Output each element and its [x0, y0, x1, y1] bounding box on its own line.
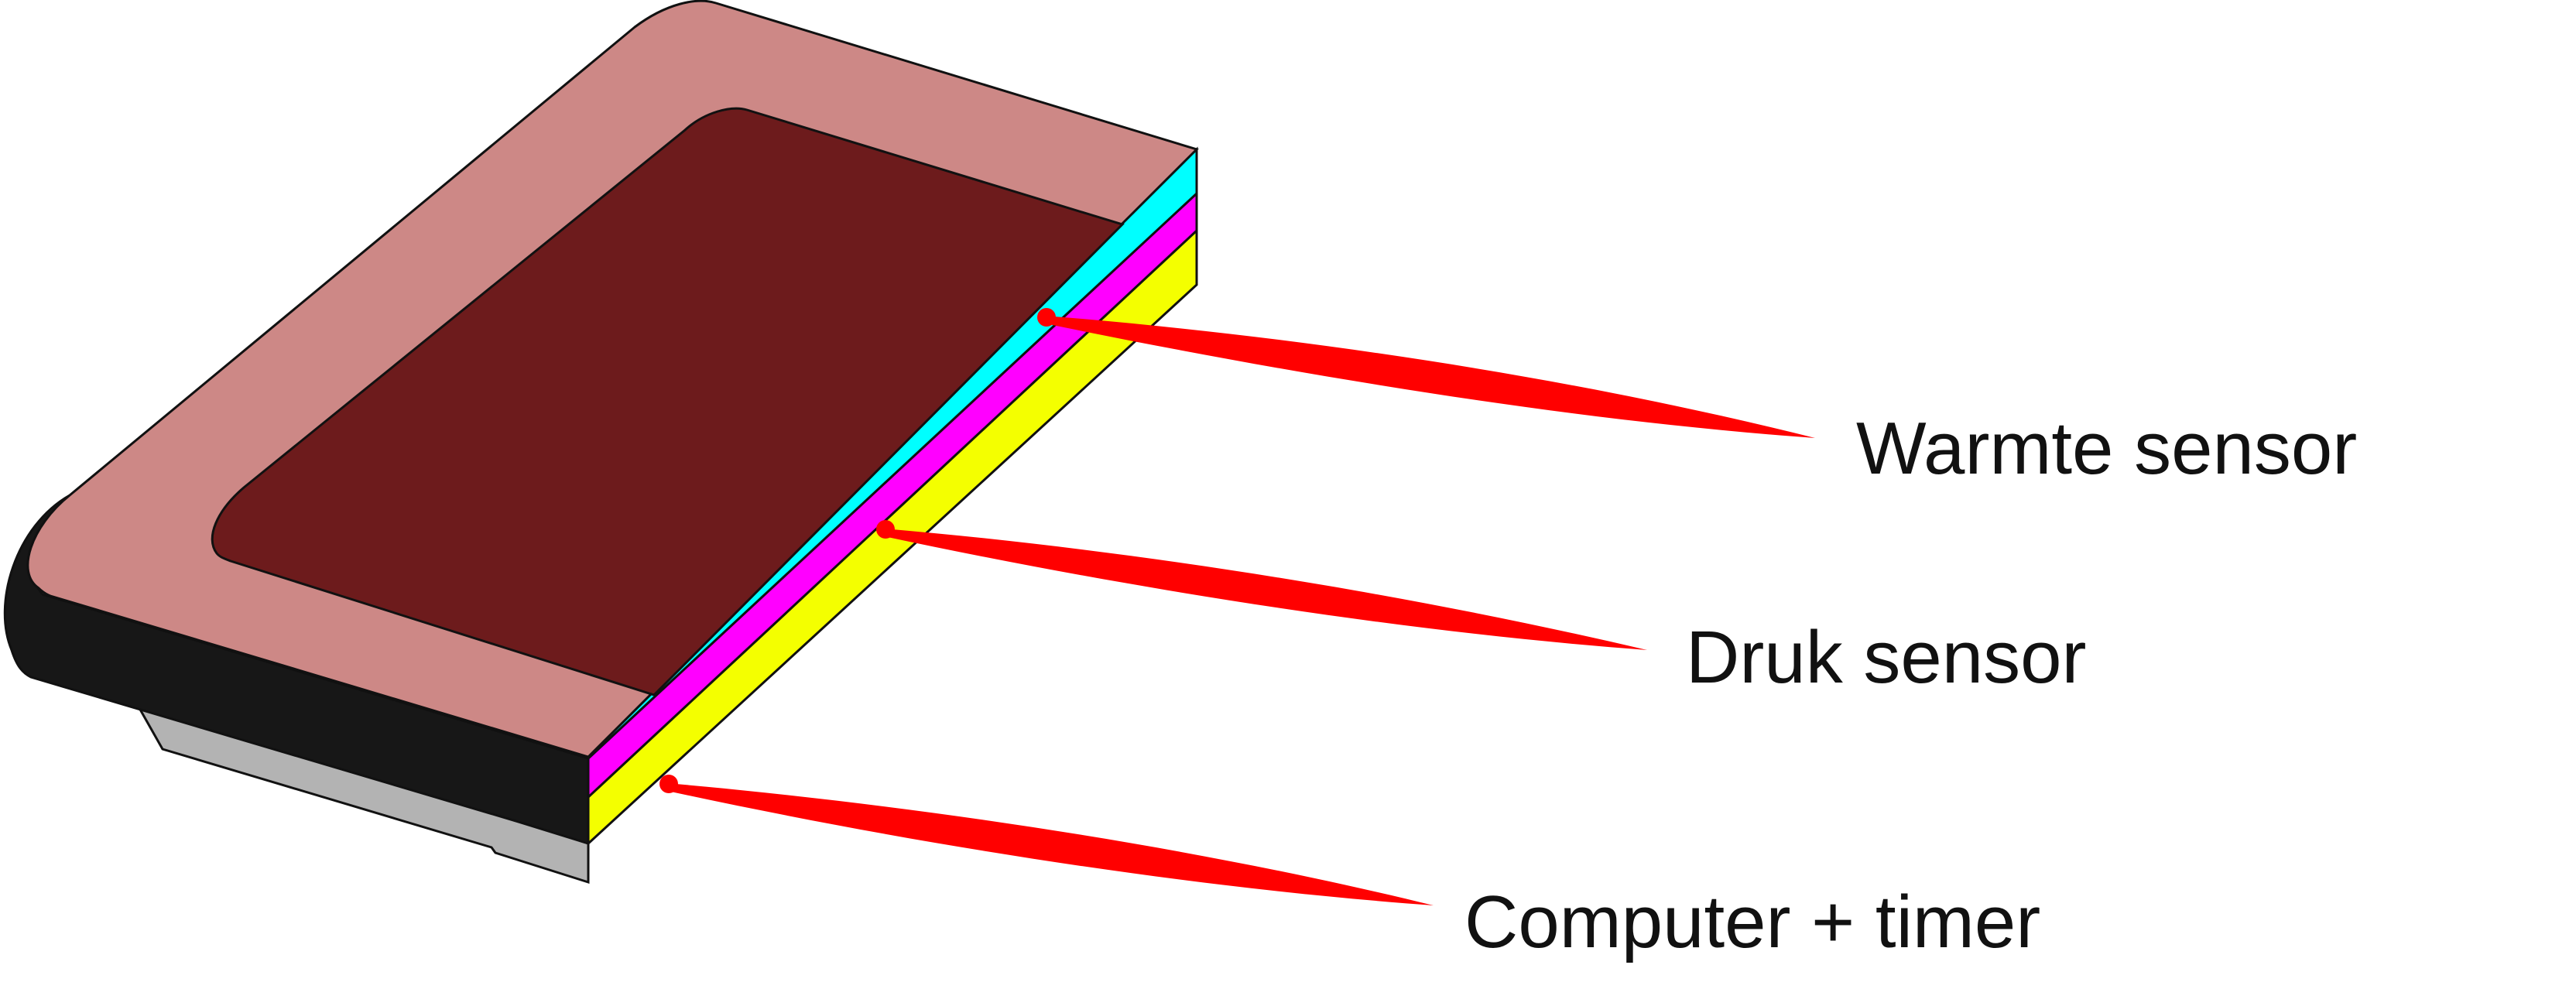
label-warmte-sensor: Warmte sensor — [1856, 407, 2357, 490]
pointer-dot-warmte — [1037, 308, 1056, 327]
inner-top-surface — [211, 107, 1125, 696]
pointers — [659, 308, 1815, 905]
pointer-warmte — [1045, 316, 1815, 438]
label-computer-timer: Computer + timer — [1464, 881, 2040, 963]
pointer-computer — [667, 783, 1434, 905]
labels: Warmte sensor Druk sensor Computer + tim… — [1464, 407, 2357, 963]
mat-top — [26, 0, 1199, 758]
label-druk-sensor: Druk sensor — [1686, 616, 2087, 699]
pointer-druk — [884, 529, 1647, 650]
pointer-dot-computer — [659, 775, 678, 793]
pointer-dot-druk — [876, 520, 895, 539]
